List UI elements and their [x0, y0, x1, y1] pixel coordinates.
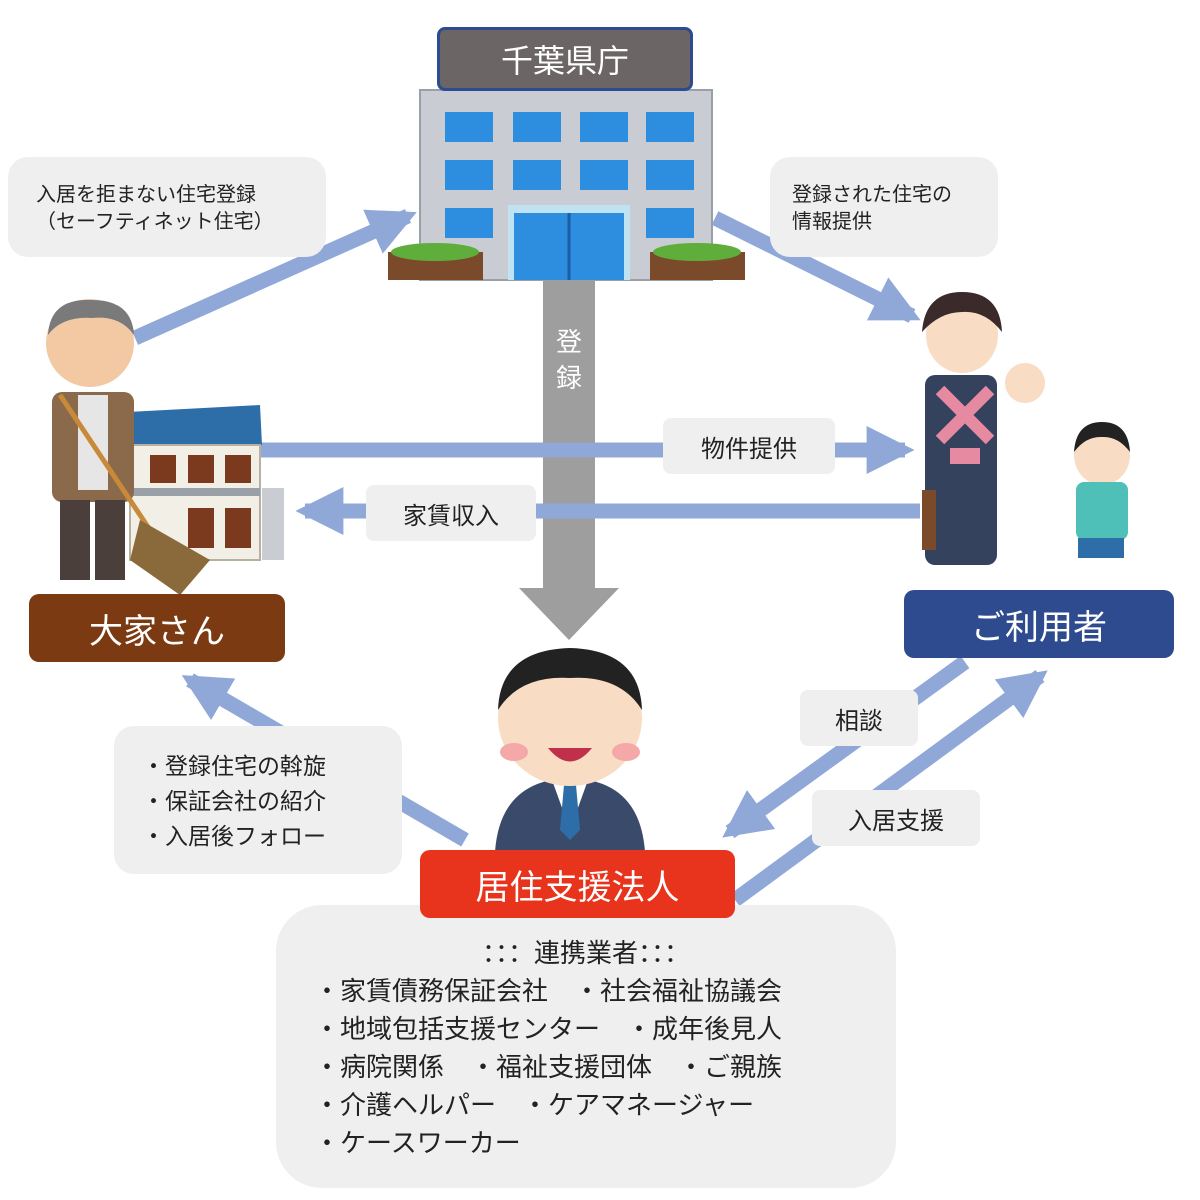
- rent-income-label: 家賃収入: [366, 485, 536, 541]
- arrow-landlord-to-prefecture: [131, 209, 417, 345]
- move-in-support-label: 入居支援: [812, 790, 980, 846]
- arrow-move-in-support: [730, 669, 1048, 907]
- partners-line: ・介護ヘルパー ・ケアマネージャー: [314, 1091, 755, 1121]
- registration-arrow: [519, 280, 619, 640]
- support-services-bubble: ・登録住宅の斡旋 ・保証会社の紹介 ・入居後フォロー: [114, 726, 402, 874]
- prefecture-node: 千葉県庁: [437, 27, 693, 91]
- user-family-illustration: [922, 292, 1130, 565]
- registration-vertical-label: 登 録: [549, 325, 589, 397]
- landlord-illustration: [46, 299, 210, 595]
- arrow-prefecture-to-user: [711, 211, 921, 323]
- user-label: ご利用者: [971, 607, 1107, 648]
- register-housing-bubble: 入居を拒まない住宅登録 （セーフティネット住宅）: [8, 157, 326, 257]
- prefecture-label: 千葉県庁: [500, 42, 629, 80]
- office-building-illustration: [388, 89, 745, 281]
- partners-bubble: ：：：連携業者：：： ・家賃債務保証会社 ・社会福祉協議会 ・地域包括支援センタ…: [276, 905, 896, 1188]
- property-provision-label: 物件提供: [663, 418, 835, 474]
- register-housing-line-1: 入居を拒まない住宅登録: [36, 182, 256, 206]
- support-service-item: ・入居後フォロー: [142, 824, 326, 850]
- support-staff-illustration: [495, 648, 645, 852]
- info-provision-bubble: 登録された住宅の 情報提供: [770, 157, 998, 257]
- support-corp-node: 居住支援法人: [420, 850, 735, 918]
- register-housing-line-2: （セーフティネット住宅）: [36, 209, 274, 233]
- arrow-consultation: [722, 655, 970, 839]
- info-provision-line-1: 登録された住宅の: [792, 182, 952, 206]
- registration-char-2: 録: [555, 364, 582, 394]
- user-node: ご利用者: [904, 590, 1174, 658]
- partners-line: ・家賃債務保証会社 ・社会福祉協議会: [314, 977, 783, 1007]
- landlord-node: 大家さん: [29, 594, 285, 662]
- landlord-label: 大家さん: [89, 611, 225, 652]
- info-provision-line-2: 情報提供: [792, 209, 872, 233]
- support-service-item: ・登録住宅の斡旋: [142, 754, 326, 780]
- support-corp-label: 居住支援法人: [475, 867, 680, 908]
- consultation-label: 相談: [800, 690, 918, 746]
- registration-char-1: 登: [555, 328, 582, 358]
- partners-heading: ：：：連携業者：：：: [481, 939, 690, 969]
- support-service-item: ・保証会社の紹介: [142, 789, 326, 815]
- partners-line: ・地域包括支援センター ・成年後見人: [314, 1015, 783, 1045]
- partners-line: ・ケースワーカー: [314, 1129, 521, 1159]
- partners-line: ・病院関係 ・福祉支援団体 ・ご親族: [314, 1053, 783, 1083]
